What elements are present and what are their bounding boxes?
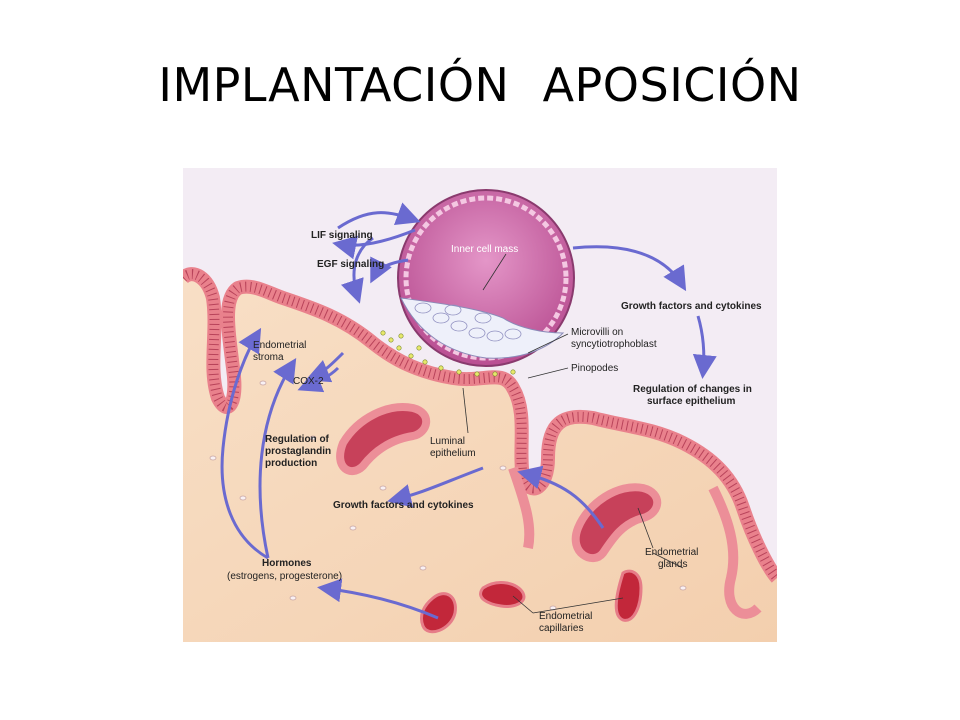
label-microvilli-line2: syncytiotrophoblast [571,339,657,350]
label-endometrial-capillaries-line1: Endometrial [539,611,592,622]
label-luminal-epithelium-line1: Luminal [430,436,465,447]
endometrial-capillaries [419,569,643,634]
label-endometrial-glands-line2: glands [658,559,687,570]
label-endometrial-glands-line1: Endometrial [645,547,698,558]
label-egf-signaling: EGF signaling [317,259,384,270]
label-growth-factors-top: Growth factors and cytokines [621,301,762,312]
label-hormones-line1: Hormones [262,558,312,569]
label-endometrial-capillaries-line2: capillaries [539,623,583,634]
label-regulation-prostaglandin-line2: prostaglandin [265,446,331,457]
label-microvilli-line1: Microvilli on [571,327,623,338]
blastocyst [397,189,575,367]
label-regulation-prostaglandin-line3: production [265,458,317,469]
signaling-arrows [220,202,717,620]
label-endometrial-stroma-line2: stroma [253,352,284,363]
implantation-diagram: LIF signaling EGF signaling Inner cell m… [183,168,777,642]
label-regulation-changes-line2: surface epithelium [647,396,735,407]
label-cox2: COX-2 [293,376,324,387]
pinopodes-dots [380,330,516,377]
label-hormones-line2: (estrogens, progesterone) [227,571,342,582]
luminal-epithelium-surface [183,267,777,583]
label-growth-factors-bottom: Growth factors and cytokines [333,500,474,511]
inner-cell-mass-cells [414,302,522,342]
leader-lines [462,253,684,614]
label-inner-cell-mass: Inner cell mass [451,244,518,255]
label-pinopodes: Pinopodes [571,363,618,374]
label-regulation-changes-line1: Regulation of changes in [633,384,752,395]
label-endometrial-stroma-line1: Endometrial [253,340,306,351]
label-regulation-prostaglandin-line1: Regulation of [265,434,330,445]
endometrial-glands [336,403,762,619]
label-luminal-epithelium-line2: epithelium [430,448,476,459]
slide-title: IMPLANTACIÓN APOSICIÓN [158,58,802,112]
label-lif-signaling: LIF signaling [311,230,373,241]
